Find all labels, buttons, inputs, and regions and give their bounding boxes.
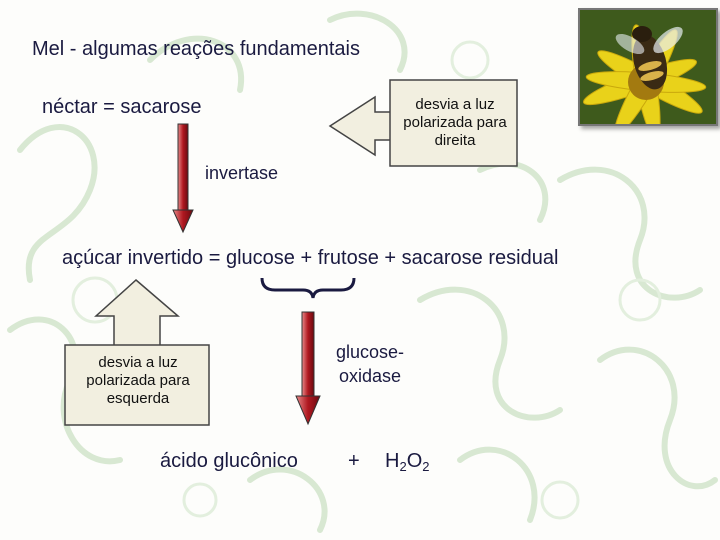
nectar-label: néctar = sacarose: [42, 96, 202, 118]
up-arrow-shape: [94, 279, 181, 347]
gluconic-acid-label: ácido glucônico: [160, 450, 298, 472]
glucose-oxidase-label: glucose-oxidase: [335, 342, 405, 386]
left-arrow-shape: [328, 95, 393, 157]
h2o2-sub1: 2: [399, 459, 407, 474]
invertase-label: invertase: [205, 163, 279, 183]
right-info-box: [389, 79, 518, 167]
bee-photo-icon: [580, 10, 716, 124]
invert-sugar-equation: açúcar invertido = glucose + frutose + s…: [62, 247, 559, 269]
left-box-text: desvia a luz polarizada para esquerda: [86, 354, 190, 407]
page-title: Mel - algumas reações fundamentais: [32, 38, 360, 60]
plus-sign: +: [348, 450, 360, 472]
left-info-box: [64, 344, 210, 426]
hydrogen-peroxide-formula: H2O2: [385, 450, 429, 474]
h2o2-h: H: [385, 450, 400, 472]
down-arrow-1: [172, 123, 194, 234]
h2o2-o: O: [406, 450, 423, 472]
down-arrow-2: [295, 311, 321, 426]
bee-on-flower-photo: [578, 8, 718, 126]
glucose-brace: [260, 277, 356, 299]
right-box-text: desvia a luz polarizada para direita: [403, 96, 507, 149]
h2o2-sub2: 2: [422, 459, 430, 474]
